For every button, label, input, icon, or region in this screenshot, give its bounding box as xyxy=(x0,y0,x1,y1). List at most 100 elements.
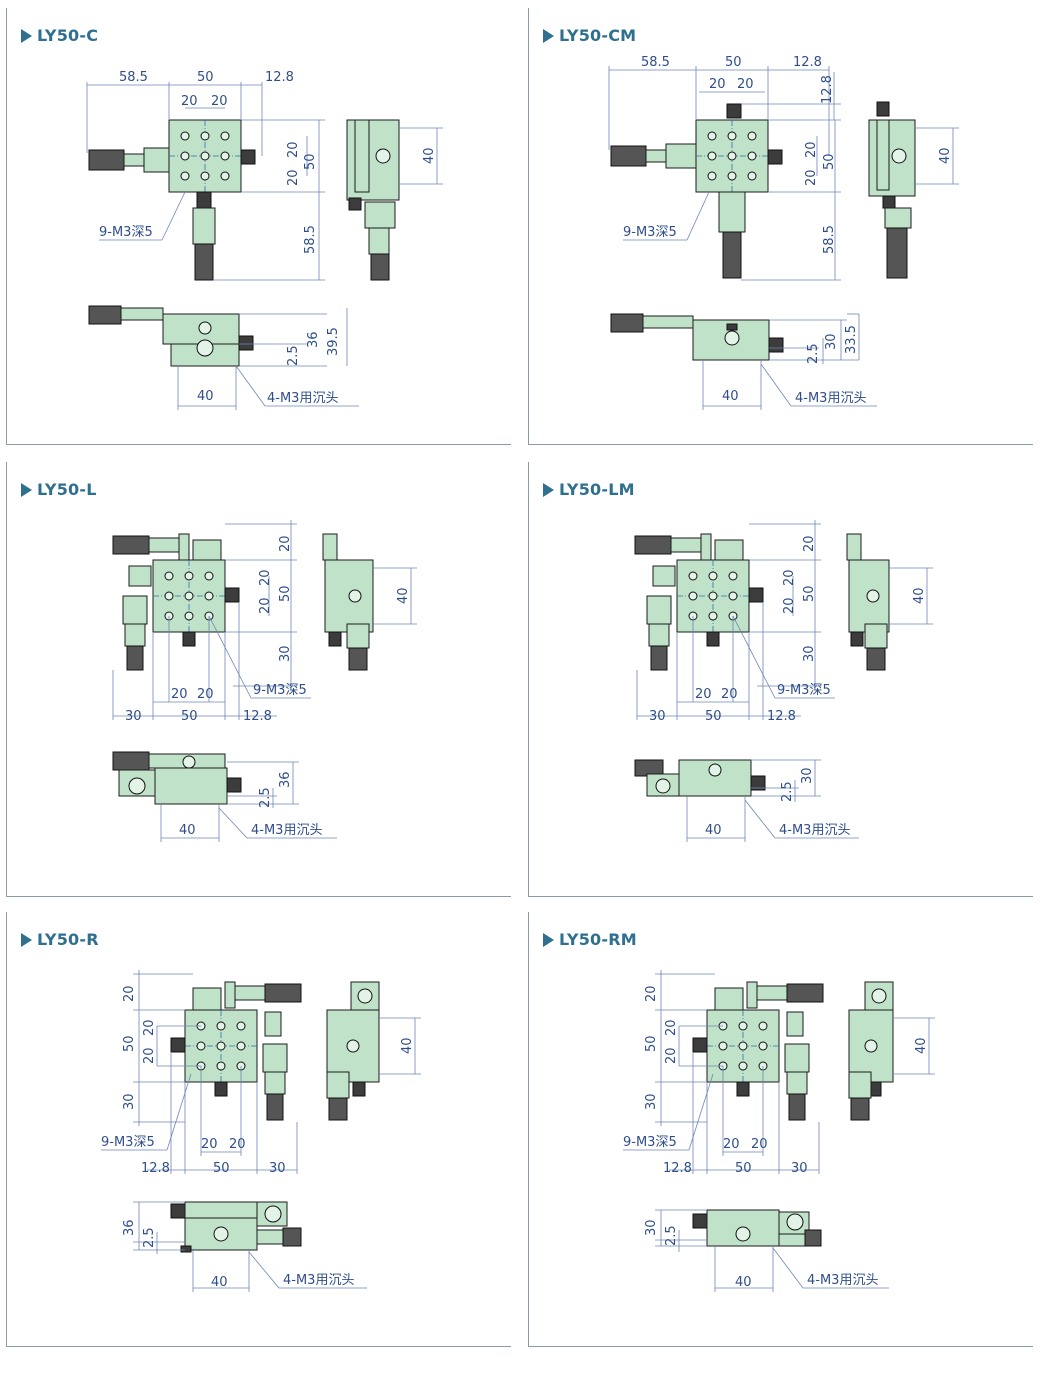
dim-label: 30 xyxy=(649,709,666,724)
triangle-right-icon xyxy=(543,482,554,497)
dim-label: 20 xyxy=(721,687,738,702)
side-view xyxy=(346,119,400,281)
panel-title: LY50-LM xyxy=(543,480,635,499)
panel-ly50-l: LY50-L 20 20 50 20 30 20 20 xyxy=(6,462,511,897)
front-view xyxy=(112,751,242,805)
dim-label: 30 xyxy=(278,645,293,662)
dim-label: 50 xyxy=(725,55,742,70)
triangle-right-icon xyxy=(21,28,32,43)
front-view xyxy=(634,759,766,797)
front-view xyxy=(610,313,784,361)
top-view xyxy=(634,533,764,671)
dim-label: 30 xyxy=(122,1093,137,1110)
side-view xyxy=(322,533,374,671)
dim-label: 50 xyxy=(197,70,214,85)
drawing-ly50-c: 58.5 50 12.8 20 20 20 50 20 58.5 9-M3深5 … xyxy=(86,70,443,410)
dim-label: 20 xyxy=(286,141,301,158)
dim-label: 2.5 xyxy=(258,787,273,808)
side-view xyxy=(848,981,894,1121)
dim-label: 58.5 xyxy=(303,225,318,254)
panel-title: LY50-CM xyxy=(543,26,636,45)
drawing-ly50-l: 20 20 50 20 30 20 20 30 50 12.8 9-M3深5 4… xyxy=(112,520,417,842)
note-label: 9-M3深5 xyxy=(623,1135,677,1150)
side-view xyxy=(868,101,916,279)
dim-label: 50 xyxy=(122,1035,137,1052)
dim-label: 30 xyxy=(125,709,142,724)
dim-label: 12.8 xyxy=(243,709,272,724)
panel-ly50-rm: LY50-RM 20 20 50 20 30 20 xyxy=(528,912,1033,1347)
dim-label: 40 xyxy=(705,823,722,838)
dim-label: 20 xyxy=(802,535,817,552)
dim-label: 40 xyxy=(396,587,411,604)
note-label: 4-M3用沉头 xyxy=(267,391,338,406)
panel-ly50-c: LY50-C 58.5 50 12.8 20 20 20 50 20 xyxy=(6,8,511,445)
dim-label: 58.5 xyxy=(119,70,148,85)
dim-label: 20 xyxy=(782,597,797,614)
dim-label: 39.5 xyxy=(326,327,341,356)
dim-label: 12.8 xyxy=(141,1161,170,1176)
dim-label: 12.8 xyxy=(820,75,835,104)
dim-label: 50 xyxy=(213,1161,230,1176)
dim-label: 50 xyxy=(278,585,293,602)
dim-label: 20 xyxy=(197,687,214,702)
dim-label: 40 xyxy=(211,1275,228,1290)
dim-label: 40 xyxy=(400,1037,415,1054)
dim-label: 20 xyxy=(229,1137,246,1152)
dim-label: 20 xyxy=(695,687,712,702)
dim-label: 58.5 xyxy=(822,225,837,254)
front-view xyxy=(88,305,254,367)
dim-label: 40 xyxy=(914,1037,929,1054)
dim-label: 40 xyxy=(422,147,437,164)
dim-label: 20 xyxy=(211,94,228,109)
dim-label: 20 xyxy=(644,985,659,1002)
dim-label: 20 xyxy=(709,77,726,92)
panel-title: LY50-L xyxy=(21,480,97,499)
top-view xyxy=(88,119,256,281)
dim-label: 50 xyxy=(181,709,198,724)
dim-label: 50 xyxy=(822,153,837,170)
top-view xyxy=(170,981,302,1121)
dim-label: 2.5 xyxy=(286,345,301,366)
dim-label: 20 xyxy=(804,141,819,158)
drawing-ly50-cm: 58.5 50 12.8 20 20 12.8 20 50 20 58.5 9-… xyxy=(608,55,959,410)
panel-ly50-cm: LY50-CM 58.5 50 12.8 20 20 12.8 20 50 xyxy=(528,8,1033,445)
dim-label: 20 xyxy=(723,1137,740,1152)
micrometer-knob xyxy=(88,149,125,171)
dim-label: 20 xyxy=(737,77,754,92)
dim-label: 30 xyxy=(802,645,817,662)
dim-label: 20 xyxy=(664,1047,679,1064)
dim-label: 12.8 xyxy=(767,709,796,724)
panel-title: LY50-RM xyxy=(543,930,637,949)
dim-label: 2.5 xyxy=(780,781,795,802)
dim-label: 20 xyxy=(258,597,273,614)
dim-label: 30 xyxy=(269,1161,286,1176)
dim-label: 50 xyxy=(705,709,722,724)
drawing-ly50-r: 20 20 50 20 30 20 20 12.8 50 30 9-M3深5 4… xyxy=(101,970,421,1292)
dim-label: 20 xyxy=(171,687,188,702)
triangle-right-icon xyxy=(21,482,32,497)
drawing-ly50-lm: 20 20 50 20 30 20 20 30 50 12.8 9-M3深5 4… xyxy=(634,520,933,842)
note-label: 9-M3深5 xyxy=(253,683,307,698)
dim-label: 40 xyxy=(735,1275,752,1290)
note-label: 4-M3用沉头 xyxy=(251,823,322,838)
dim-label: 40 xyxy=(938,147,953,164)
panel-title: LY50-C xyxy=(21,26,98,45)
dim-label: 30 xyxy=(791,1161,808,1176)
dim-label: 40 xyxy=(722,389,739,404)
side-view xyxy=(326,981,380,1121)
dim-label: 20 xyxy=(782,569,797,586)
note-label: 4-M3用沉头 xyxy=(807,1273,878,1288)
top-view xyxy=(610,103,783,279)
dim-label: 2.5 xyxy=(142,1227,157,1248)
dim-label: 30 xyxy=(644,1093,659,1110)
dim-label: 50 xyxy=(303,153,318,170)
dim-label: 36 xyxy=(306,331,321,348)
dim-label: 40 xyxy=(179,823,196,838)
triangle-right-icon xyxy=(21,932,32,947)
note-label: 4-M3用沉头 xyxy=(779,823,850,838)
dim-label: 30 xyxy=(800,767,815,784)
dim-label: 58.5 xyxy=(641,55,670,70)
panel-title: LY50-R xyxy=(21,930,99,949)
panel-ly50-lm: LY50-LM 20 20 50 20 30 20 20 xyxy=(528,462,1033,897)
side-view xyxy=(846,533,890,671)
